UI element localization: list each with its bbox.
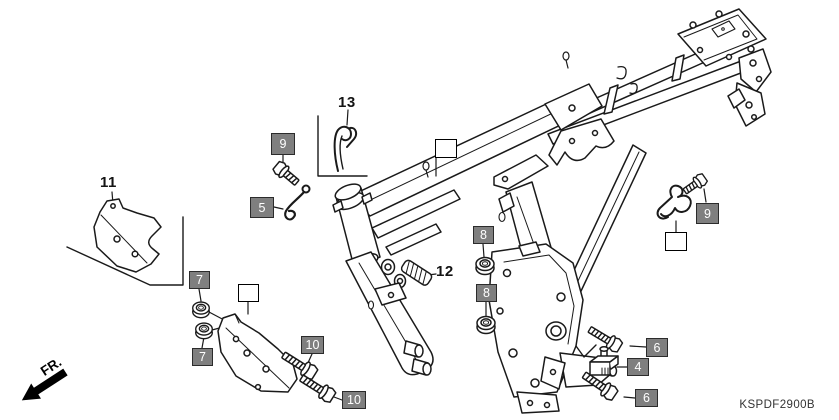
callout-9-right[interactable]: 9 [696, 203, 719, 224]
wire-clip-13-drawing [333, 125, 358, 172]
frame-body-drawing [332, 8, 772, 414]
flange-bolt-9-left-drawing [270, 159, 303, 189]
callout-10-lower[interactable]: 10 [342, 391, 366, 409]
side-cover-11-drawing [93, 198, 162, 273]
corner-bracket-lines [66, 115, 597, 358]
part-number-label-11[interactable]: 11 [100, 174, 117, 191]
side-cover-lower-drawing [217, 313, 298, 393]
callout-7-upper[interactable]: 7 [189, 271, 210, 289]
callout-5[interactable]: 5 [250, 197, 274, 218]
flange-nut-7-upper-drawing [192, 301, 210, 319]
flange-nut-7-lower-drawing [195, 322, 213, 340]
wire-clamp-drawing [656, 184, 692, 220]
cable-guide-5-drawing [284, 184, 311, 221]
ref-box-clamp[interactable] [665, 232, 687, 251]
part-number-label-13[interactable]: 13 [338, 94, 356, 111]
part-number-label-12[interactable]: 12 [436, 263, 454, 280]
fr-direction-arrow: FR. [21, 354, 68, 401]
callout-8-upper[interactable]: 8 [473, 226, 494, 244]
drawing-code: KSPDF2900B [739, 399, 815, 411]
callout-4[interactable]: 4 [627, 358, 649, 376]
callout-6-lower[interactable]: 6 [635, 389, 658, 407]
callout-7-lower[interactable]: 7 [192, 348, 213, 366]
flange-nut-8-upper-drawing [475, 256, 495, 276]
callout-10-upper[interactable]: 10 [301, 336, 324, 354]
callout-6-upper[interactable]: 6 [646, 338, 668, 357]
flange-nut-8-lower-drawing [476, 315, 496, 335]
ref-box-side-cover[interactable] [238, 284, 259, 302]
callout-9-left[interactable]: 9 [271, 133, 295, 155]
rubber-pad-12-drawing [400, 259, 433, 286]
flange-bolt-10-lower-drawing [296, 370, 338, 405]
ref-box-frame[interactable] [435, 139, 457, 158]
switch-4-drawing [589, 346, 619, 376]
callout-8-lower[interactable]: 8 [476, 284, 497, 302]
